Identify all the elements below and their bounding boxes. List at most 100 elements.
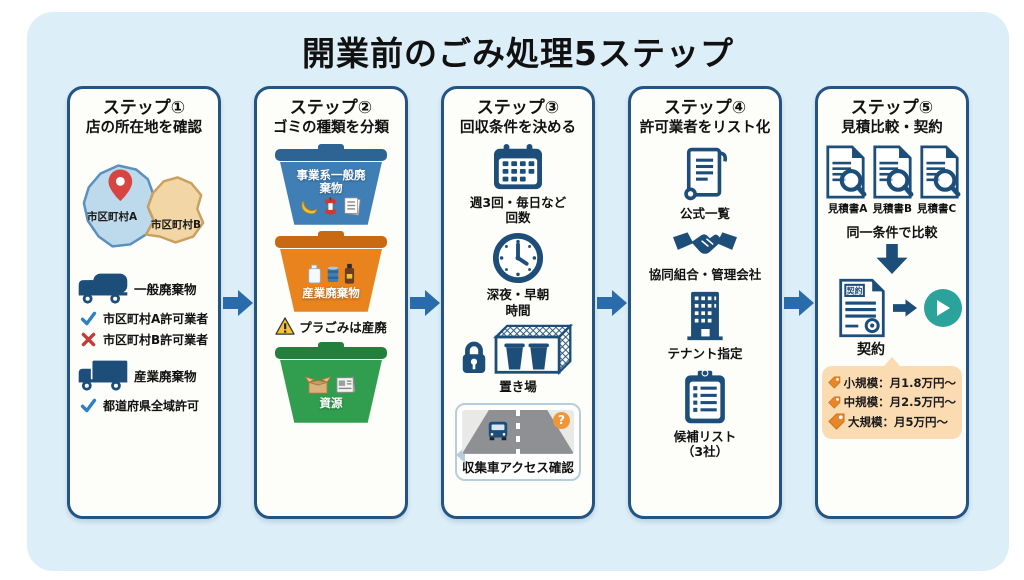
storage-item: 置き場 (459, 324, 577, 395)
clipboard-icon (685, 369, 725, 423)
step1-label: ステップ① (102, 98, 186, 118)
bin-lid (275, 148, 387, 161)
map-pin-icon (108, 169, 133, 201)
prefecture-permit-row: 都道府県全域許可 (77, 397, 211, 414)
bin-handle (318, 341, 344, 348)
step3-label: ステップ③ (476, 98, 560, 118)
box-truck-icon (78, 360, 128, 391)
time-line2: 時間 (505, 302, 531, 318)
region-b-label: 市区町村B (151, 218, 202, 231)
quote-labels: 見積書A 見積書B 見積書C (828, 201, 956, 216)
apple-core-icon (324, 197, 337, 215)
bottle-icon (344, 263, 354, 284)
can-icon (327, 266, 338, 282)
flow-arrow (221, 289, 254, 316)
time-item: 深夜・早朝 時間 (486, 232, 550, 318)
permit-b-label: 市区町村B許可業者 (103, 332, 209, 347)
garbage-truck-icon (78, 273, 128, 304)
candidate-list-count: （3社） (681, 443, 729, 459)
bin-green-label: 資源 (319, 395, 343, 410)
quote-b-label: 見積書B (872, 202, 912, 215)
permit-b-row: 市区町村B許可業者 (77, 331, 211, 348)
contract-doc-icon: 契約 (839, 278, 885, 337)
newspaper-icon (335, 376, 355, 394)
flow-arrow (595, 289, 628, 316)
map-graphic (82, 164, 205, 248)
region-b-shape (144, 175, 205, 244)
contract-doc-tag: 契約 (846, 285, 863, 295)
bin-handle (318, 230, 344, 237)
jug-icon (307, 264, 321, 284)
price-row-medium: 中規模：月2.5万円〜 (828, 394, 956, 411)
warning-icon (275, 317, 295, 336)
step2-heading: ゴミの種類を分類 (273, 120, 389, 137)
compare-label: 同一条件で比較 (846, 225, 938, 241)
main-title: 開業前のごみ処理5ステップ (302, 34, 734, 73)
check-icon (80, 311, 97, 326)
flow-arrow (782, 289, 815, 316)
access-check-bubble: ? 収集車アクセス確認 (455, 402, 581, 481)
handshake-icon (672, 232, 737, 254)
quote-doc-icon (919, 145, 960, 199)
trash-bin-blue: 事業系一般廃棄物 (275, 143, 387, 225)
step-panel-1: ステップ① 店の所在地を確認 市区町村A 市区町村B (67, 86, 221, 519)
frequency-line2: 回数 (505, 210, 531, 226)
calendar-icon (493, 143, 542, 189)
region-a-label: 市区町村A (87, 210, 138, 223)
trash-bin-green: 資源 (275, 341, 387, 423)
steps-row: ステップ① 店の所在地を確認 市区町村A 市区町村B (27, 86, 1009, 519)
clock-icon (492, 232, 544, 284)
scroll-icon (684, 147, 728, 200)
paper-icon (344, 197, 361, 216)
permit-a-row: 市区町村A許可業者 (77, 310, 211, 327)
candidate-list-item: 候補リスト （3社） (673, 369, 737, 459)
tenant-label: テナント指定 (667, 345, 743, 361)
bin-handle (318, 143, 344, 150)
tenant-item: テナント指定 (667, 290, 743, 361)
step-panel-5: ステップ⑤ 見積比較・契約 (815, 86, 969, 519)
step-panel-2: ステップ② ゴミの種類を分類 事業系一般廃棄物 (254, 86, 408, 519)
candidate-list-label: 候補リスト (673, 428, 737, 444)
access-check-label: 収集車アクセス確認 (462, 459, 574, 475)
official-list-label: 公式一覧 (679, 205, 730, 221)
quote-doc-icon (825, 145, 866, 199)
industrial-waste-row: 産業廃棄物 (77, 359, 211, 393)
bin-lid (275, 235, 387, 248)
step2-label: ステップ② (289, 98, 373, 118)
quote-docs-row (824, 145, 961, 199)
price-tag-icon (828, 413, 845, 431)
cross-icon (81, 332, 96, 347)
prefecture-permit-label: 都道府県全域許可 (103, 398, 200, 413)
question-mark-badge: ? (553, 411, 570, 429)
step4-heading: 許可業者をリスト化 (639, 120, 771, 137)
frequency-item: 週3回・毎日など 回数 (469, 143, 567, 226)
lock-icon (462, 341, 486, 374)
general-waste-label: 一般廃棄物 (134, 282, 197, 298)
road-graphic: ? (462, 409, 574, 454)
storage-line1: 置き場 (499, 379, 537, 395)
right-arrow-icon (893, 299, 918, 317)
municipality-map: 市区町村A 市区町村B (75, 143, 213, 265)
official-list-item: 公式一覧 (680, 146, 730, 221)
price-row-large: 大規模：月5万円〜 (828, 413, 956, 431)
frequency-line1: 週3回・毎日など (469, 194, 567, 210)
step-panel-4: ステップ④ 許可業者をリスト化 公式一覧 (628, 86, 782, 519)
storage-cage-icon (493, 324, 574, 376)
contract-row: 契約 (825, 278, 962, 338)
quote-c-label: 見積書C (916, 202, 957, 215)
cooperative-item: 協同組合・管理会社 (649, 229, 761, 282)
plastic-warning-row: プラごみは産廃 (275, 317, 387, 336)
step-panel-3: ステップ③ 回収条件を決める 週3回・毎日など 回数 (441, 86, 595, 519)
industrial-waste-label: 産業廃棄物 (134, 369, 197, 385)
bin-orange-label: 産業廃棄物 (302, 285, 360, 300)
bin-blue-label: 事業系一般廃棄物 (296, 167, 366, 195)
check-icon (80, 398, 97, 413)
truck-front-icon (488, 421, 508, 441)
step4-label: ステップ④ (663, 98, 747, 118)
trash-bin-orange: 産業廃棄物 (275, 230, 387, 312)
price-tag-icon (828, 376, 841, 389)
time-line1: 深夜・早朝 (486, 287, 550, 303)
step3-heading: 回収条件を決める (460, 120, 576, 137)
general-waste-row: 一般廃棄物 (77, 272, 211, 306)
plastic-warning-label: プラごみは産廃 (299, 319, 387, 335)
